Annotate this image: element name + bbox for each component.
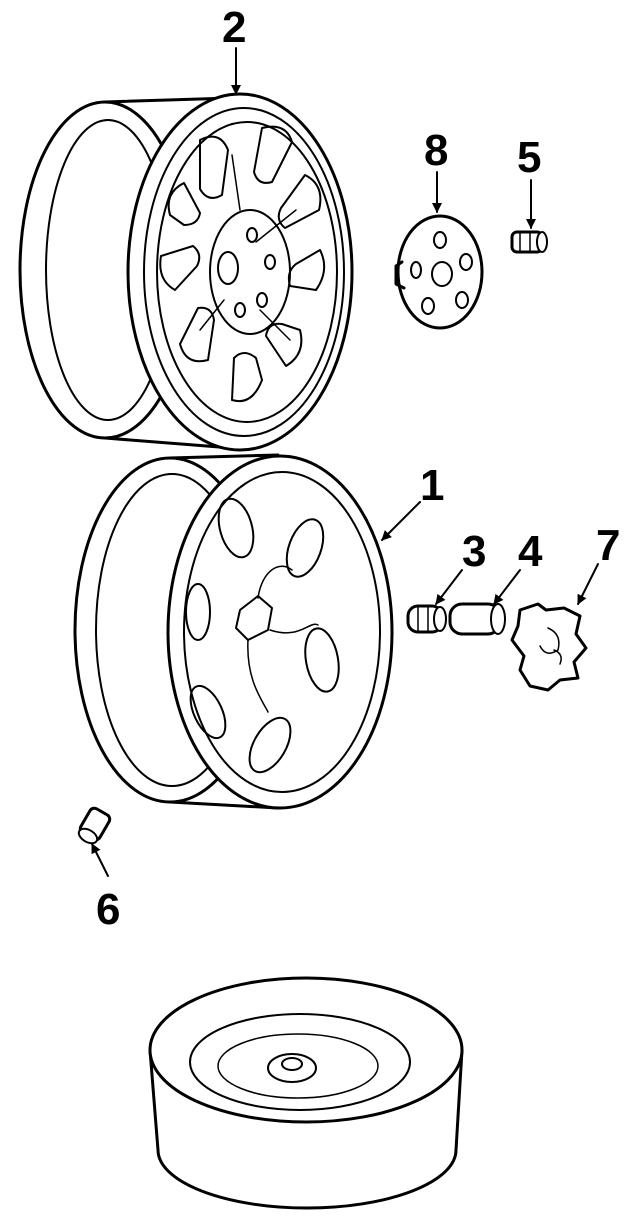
callout-4: 4 [518, 527, 543, 576]
steel-wheel-part-1 [73, 453, 394, 810]
callout-7: 7 [596, 521, 620, 570]
arrow-1 [381, 501, 421, 541]
hub-cap-part-7 [510, 602, 588, 692]
arrow-4 [493, 569, 521, 605]
callout-6: 6 [96, 885, 120, 934]
callout-8: 8 [424, 126, 448, 175]
callout-5: 5 [517, 133, 541, 182]
callout-1: 1 [420, 461, 444, 510]
callout-2: 2 [222, 3, 246, 52]
lock-nut-part-4 [448, 602, 506, 636]
nut-part-3 [406, 604, 447, 634]
lug-nut-part-5 [510, 230, 548, 254]
spare-tire [148, 976, 464, 1210]
arrow-6 [91, 843, 109, 877]
center-cap-part-8 [394, 214, 484, 330]
arrow-7 [577, 563, 599, 605]
leader-arrows [91, 47, 599, 877]
callout-3: 3 [462, 527, 486, 576]
lug-bolt-part-6 [77, 806, 112, 845]
arrow-3 [435, 569, 463, 605]
alloy-wheel-part-2 [18, 92, 354, 452]
